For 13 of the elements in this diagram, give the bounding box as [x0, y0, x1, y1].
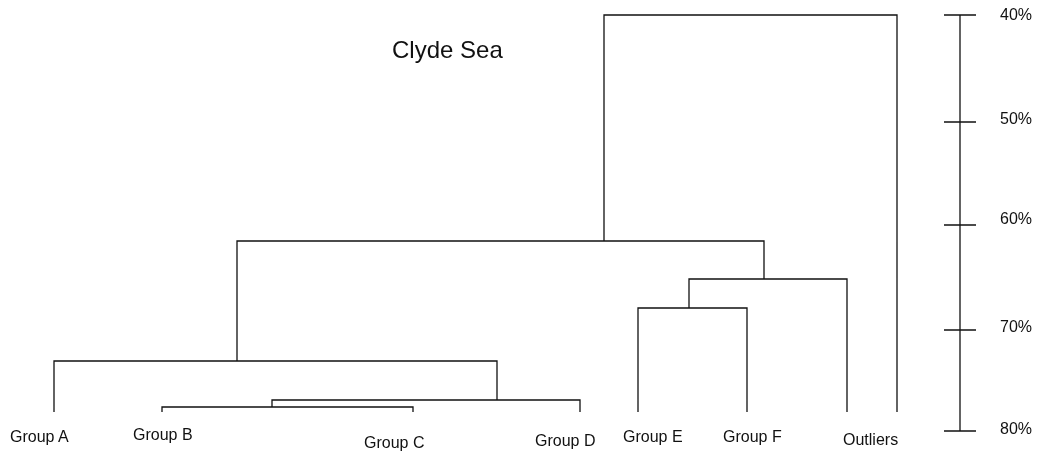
group-label: Group E [623, 428, 683, 446]
group-label: Outliers [843, 431, 899, 449]
group-label: Group A [10, 428, 69, 446]
group-label: Group F [723, 428, 782, 446]
scale-label: 40% [1000, 6, 1033, 24]
scale-label: 70% [1000, 318, 1033, 336]
group-label: Group B [133, 426, 193, 444]
scale-label: 60% [1000, 210, 1033, 228]
group-label: Group C [364, 434, 425, 452]
group-label: Group D [535, 432, 596, 450]
scale-label: 50% [1000, 110, 1033, 128]
scale-label: 80% [1000, 420, 1033, 438]
chart-title: Clyde Sea [392, 36, 503, 64]
